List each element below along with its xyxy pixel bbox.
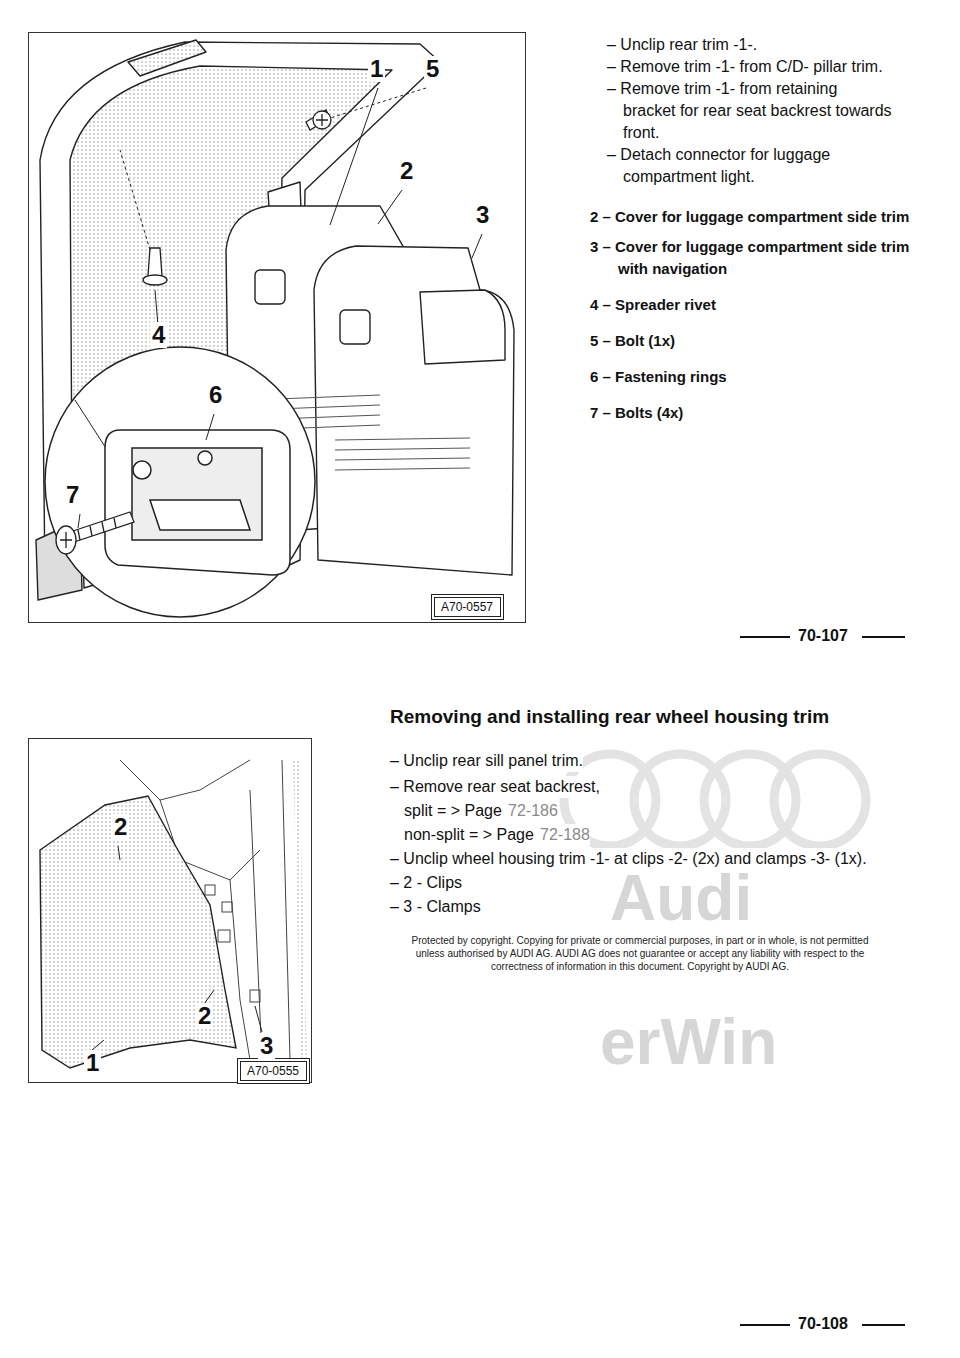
- figure-code-box: A70-0555: [240, 1061, 307, 1081]
- page-number: 70-108: [798, 1314, 848, 1333]
- watermark: Audi: [610, 866, 752, 930]
- figure-code: A70-0557: [435, 598, 500, 616]
- callout-number: 1: [84, 1050, 101, 1076]
- reference-text: split = > Page: [404, 800, 502, 822]
- part-legend-item: 5 – Bolt (1x): [590, 330, 918, 352]
- callout-number: 2: [398, 158, 415, 184]
- watermark: erWin: [600, 1010, 777, 1074]
- instruction-step: – Remove trim -1- from retaining bracket…: [607, 78, 893, 144]
- callout-number: 2: [112, 814, 129, 840]
- instruction-step: – Remove rear seat backrest,: [390, 776, 600, 798]
- figure-code: A70-0555: [241, 1062, 306, 1080]
- instruction-step: – Unclip rear sill panel trim.: [390, 750, 583, 772]
- callout-number: 5: [424, 56, 441, 82]
- part-legend-item: 4 – Spreader rivet: [590, 294, 918, 316]
- part-legend-item: 3 – Cover for luggage compartment side t…: [590, 236, 918, 280]
- callout-number: 1: [368, 56, 385, 82]
- instruction-step: – Detach connector for luggage compartme…: [607, 144, 893, 188]
- callout-number: 4: [150, 322, 167, 348]
- instruction-step: – Unclip rear trim -1-.: [607, 34, 893, 56]
- figure-code-box: A70-0557: [434, 597, 501, 617]
- part-legend-item: 7 – Bolts (4x): [590, 402, 918, 424]
- callout-number: 2: [196, 1003, 213, 1029]
- copyright-notice: Protected by copyright. Copying for priv…: [400, 934, 880, 973]
- page-reference: 72-186: [508, 800, 558, 822]
- part-legend-item: 2 – Cover for luggage compartment side t…: [590, 206, 918, 228]
- callout-number: 7: [64, 482, 81, 508]
- page-number: 70-107: [798, 626, 848, 645]
- part-legend-item: 6 – Fastening rings: [590, 366, 918, 388]
- page-reference: 72-188: [540, 824, 590, 846]
- instruction-step: – 2 - Clips: [390, 872, 462, 894]
- instruction-step: – 3 - Clamps: [390, 896, 481, 918]
- callout-number: 3: [474, 202, 491, 228]
- callout-number: 6: [207, 382, 224, 408]
- callout-number: 3: [258, 1033, 275, 1059]
- instruction-step: – Remove trim -1- from C/D- pillar trim.: [607, 56, 893, 78]
- reference-text: non-split = > Page: [404, 824, 534, 846]
- section-heading: Removing and installing rear wheel housi…: [390, 706, 829, 729]
